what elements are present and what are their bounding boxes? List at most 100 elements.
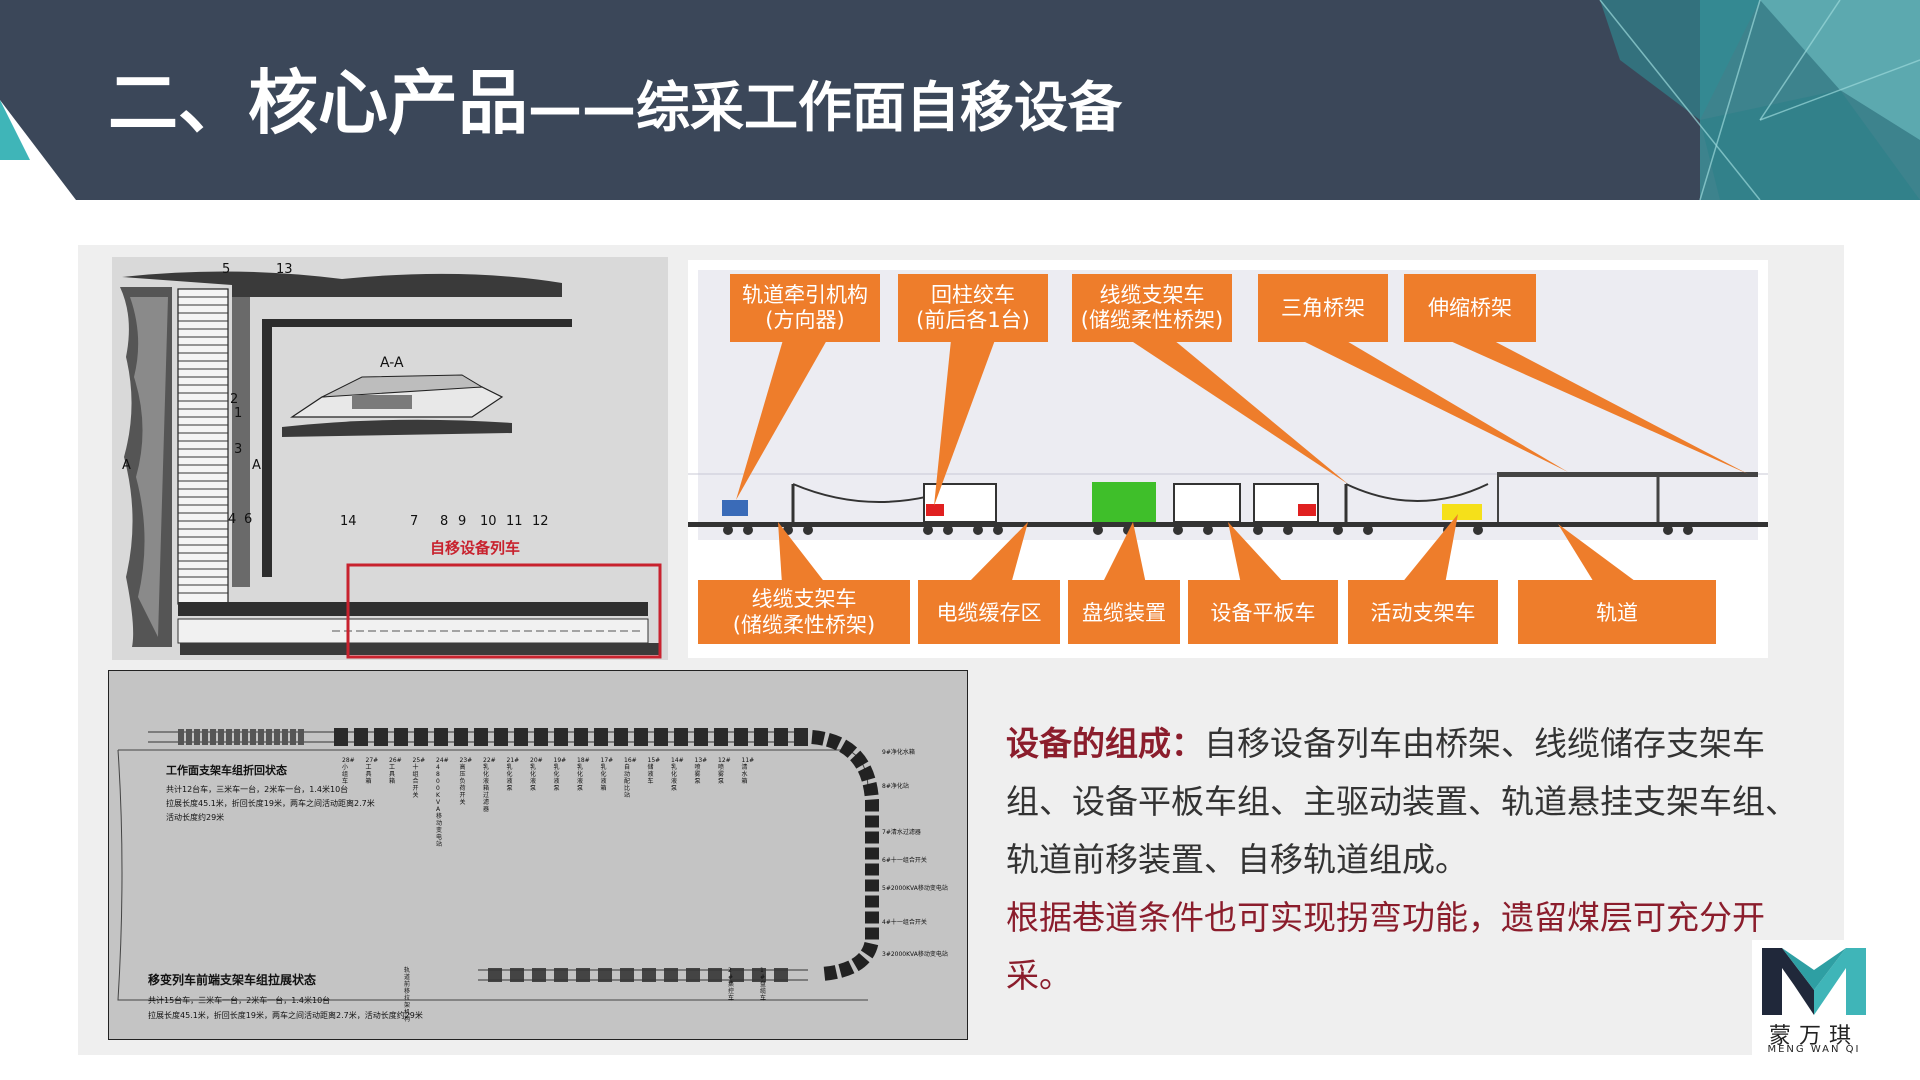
state2-line2: 拉展长度45.1米，折回长度19米，两车之间活动距离2.7米，活动长度约29米 xyxy=(148,1010,423,1020)
car-label: 25#十组合开关 xyxy=(413,757,426,799)
callout-box xyxy=(918,580,1060,644)
car-label: 17#乳化液箱 xyxy=(601,757,614,792)
plan-number-label: 2 xyxy=(230,392,238,407)
car-label: 16#自动配比站 xyxy=(624,757,637,799)
plan-number-label: 5 xyxy=(222,262,230,277)
state2-line1: 共计15台车，三米车一台，2米车一台，1.4米10台 xyxy=(148,995,330,1005)
state1-line2: 拉展长度45.1米，折回长度19米，两车之间活动距离2.7米 xyxy=(166,798,375,808)
callout-pointer xyxy=(967,522,1028,584)
logo-name-en: MENG WAN QI xyxy=(1767,1044,1861,1055)
plan-number-label: 4 xyxy=(228,512,236,527)
callout-bottom-label: 设备平板车 xyxy=(1211,601,1316,625)
header-banner xyxy=(0,0,1920,200)
callout-box xyxy=(1258,274,1388,342)
callout-box xyxy=(1348,580,1498,644)
callout-top-label: 线缆支架车(储缆柔性桥架) xyxy=(1081,283,1223,332)
plan-number-label: 11 xyxy=(506,514,523,529)
right-car-label: 6#十一组合开关 xyxy=(882,856,927,864)
side-label-left: A xyxy=(122,458,131,473)
car-label: 23#高压负荷开关 xyxy=(460,757,473,806)
right-car-label: 5#2000KVA移动变电站 xyxy=(882,884,948,892)
callout-pointer xyxy=(1401,514,1458,584)
red-box-caption: 自移设备列车 xyxy=(430,539,520,557)
callout-pointer xyxy=(1301,340,1568,472)
callout-top-label: 伸缩桥架 xyxy=(1428,296,1512,320)
callout-bottom-label: 盘缆装置 xyxy=(1082,601,1166,625)
car-label: 12#喷雾泵 xyxy=(718,757,731,785)
callout-top-label: 三角桥架 xyxy=(1281,296,1365,320)
car-label: 20#乳化液泵 xyxy=(530,757,543,792)
callout-pointer xyxy=(1558,524,1639,584)
plan-number-label: 6 xyxy=(244,512,252,527)
car-label: 13#喷雾泵 xyxy=(695,757,708,785)
callout-pointer xyxy=(1130,340,1348,484)
plan-number-label: 3 xyxy=(234,442,242,457)
right-car-label: 3#2000KVA移动变电站 xyxy=(882,950,948,958)
description-label: 设备的组成： xyxy=(1006,724,1204,763)
state1-line1: 共计12台车，三米车一台，2米车一台，1.4米10台 xyxy=(166,784,348,794)
callout-pointer xyxy=(934,340,995,506)
callout-bottom-label: 活动支架车 xyxy=(1371,601,1476,625)
callout-bottom-label: 轨道 xyxy=(1596,601,1638,625)
plan-number-label: 12 xyxy=(532,514,549,529)
plan-number-label: 9 xyxy=(458,514,466,529)
state1-title: 工作面支架车组折回状态 xyxy=(166,763,287,777)
state2-title: 移变列车前端支架车组拉展状态 xyxy=(148,972,316,987)
company-logo: 蒙万琪 MENG WAN QI xyxy=(1752,940,1876,1058)
callout-pointer xyxy=(1448,340,1748,474)
car-label: 28#小组车 xyxy=(342,757,355,785)
car-label: 11#清水箱 xyxy=(742,757,755,785)
right-car-label: 7#清水过滤器 xyxy=(882,828,921,836)
title-main: 二、核心产品 xyxy=(108,62,528,144)
plan-number-label: 7 xyxy=(410,514,418,529)
right-car-label: 8#净化站 xyxy=(882,782,909,790)
plan-number-label: 8 xyxy=(440,514,448,529)
side-label-right: A xyxy=(252,458,261,473)
callout-box xyxy=(898,274,1048,342)
car-label: 14#乳化液泵 xyxy=(671,757,684,792)
car-label: 27#工具箱 xyxy=(366,757,379,785)
car-label: 15#储液车 xyxy=(648,757,661,785)
callout-pointer xyxy=(1228,522,1285,584)
state1-line3: 活动长度约29米 xyxy=(166,812,224,822)
right-car-label: 9#净化水箱 xyxy=(882,748,915,756)
car-label: 26#工具箱 xyxy=(389,757,402,785)
bottom-car-label: 轨道前移拉架机构 xyxy=(404,966,410,1023)
callout-box xyxy=(1068,580,1180,644)
callout-bottom-label: 电缆缓存区 xyxy=(937,601,1042,625)
callout-pointer xyxy=(1102,522,1146,584)
callout-top-label: 回柱绞车(前后各1台) xyxy=(916,283,1030,332)
callout-top-label: 轨道牵引机构(方向器) xyxy=(742,283,868,332)
callout-box xyxy=(1518,580,1716,644)
logo-mark-icon xyxy=(1762,948,1866,1015)
title-sub: ——综采工作面自移设备 xyxy=(528,76,1122,139)
callout-box xyxy=(1072,274,1232,342)
car-label: 22#乳化液箱过滤器 xyxy=(483,757,496,813)
plan-number-label: 10 xyxy=(480,514,497,529)
logo-name-cn: 蒙万琪 xyxy=(1768,1024,1859,1049)
bottom-car-label: 1#盘缆车 xyxy=(760,967,766,1002)
track-layout-drawing: 工作面支架车组折回状态 共计12台车，三米车一台，2米车一台，1.4米10台 拉… xyxy=(108,670,968,1040)
car-label: 18#乳化液泵 xyxy=(577,757,590,792)
callout-bottom-label: 线缆支架车(储缆柔性桥架) xyxy=(733,587,875,637)
right-car-label: 4#十一组合开关 xyxy=(882,918,927,926)
callout-pointer xyxy=(736,340,827,500)
description-block: 设备的组成：自移设备列车由桥架、线缆储存支架车组、设备平板车组、主驱动装置、轨道… xyxy=(1006,715,1826,1005)
callout-box xyxy=(698,580,910,644)
plan-number-label: 1 xyxy=(234,406,242,421)
bottom-car-label: 2#集控车 xyxy=(728,967,734,1002)
car-label: 19#乳化液泵 xyxy=(554,757,567,792)
car-label: 21#乳化液泵 xyxy=(507,757,520,792)
description-text: 自移设备列车由桥架、线缆储存支架车组、设备平板车组、主驱动装置、轨道悬挂支架车组… xyxy=(1006,724,1798,879)
plan-number-label: 14 xyxy=(340,514,357,529)
callout-box xyxy=(1188,580,1338,644)
description-note: 根据巷道条件也可实现拐弯功能，遗留煤层可充分开采。 xyxy=(1006,898,1765,995)
callout-pointer xyxy=(778,522,826,584)
page-title: 二、核心产品 ——综采工作面自移设备 xyxy=(108,58,1122,148)
plan-number-label: 13 xyxy=(276,262,293,277)
equipment-diagram: 轨道牵引机构(方向器) 回柱绞车(前后各1台) 线缆支架车(储缆柔性桥架) 三角桥架 伸… xyxy=(688,260,1768,658)
section-label: A-A xyxy=(380,355,404,371)
callout-box xyxy=(730,274,880,342)
